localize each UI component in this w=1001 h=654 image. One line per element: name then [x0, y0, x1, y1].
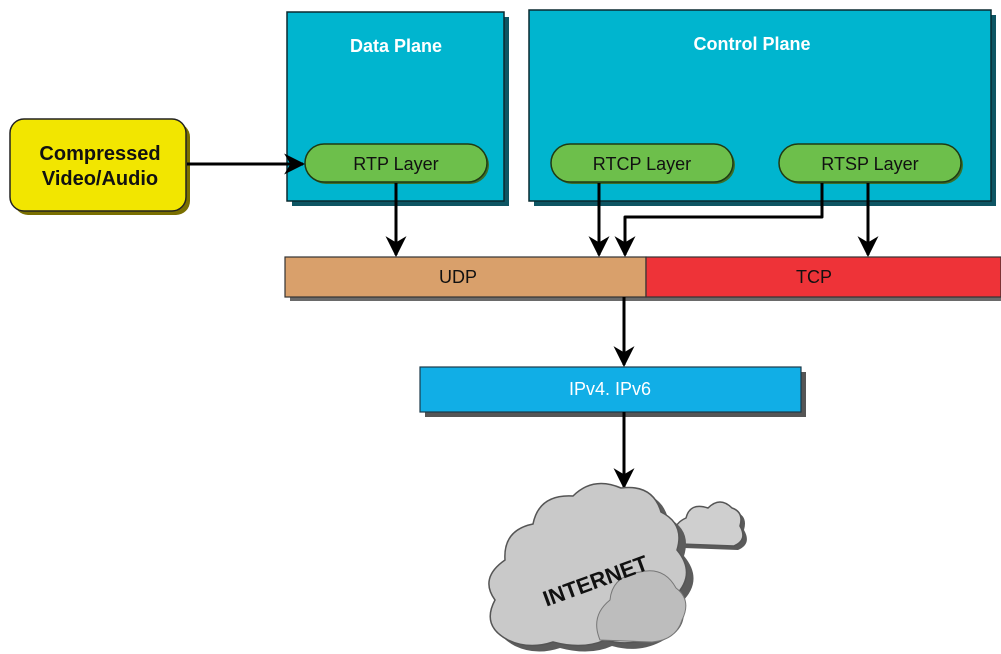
source-label-line2: Video/Audio	[42, 168, 158, 190]
udp-label: UDP	[439, 267, 477, 287]
internet-cloud-icon: INTERNET	[488, 482, 747, 652]
control-plane-title: Control Plane	[693, 34, 810, 54]
source-label-line1: Compressed	[39, 143, 160, 165]
ip-box: IPv4. IPv6	[419, 366, 806, 417]
ip-label: IPv4. IPv6	[569, 379, 651, 399]
udp-segment	[284, 256, 647, 298]
tcp-label: TCP	[796, 267, 832, 287]
rtp-layer-label: RTP Layer	[353, 154, 438, 174]
rtcp-layer-label: RTCP Layer	[593, 154, 691, 174]
transport-bar: UDP TCP	[284, 256, 1001, 301]
rtp-layer-pill: RTP Layer	[304, 143, 489, 184]
tcp-segment	[645, 256, 1001, 298]
compressed-video-audio-box: Compressed Video/Audio	[9, 118, 190, 215]
rtsp-to-udp-arrow	[614, 183, 824, 258]
rtsp-layer-pill: RTSP Layer	[778, 143, 963, 184]
rtcp-layer-pill: RTCP Layer	[550, 143, 735, 184]
rtsp-layer-label: RTSP Layer	[821, 154, 918, 174]
data-plane-title: Data Plane	[350, 36, 442, 56]
small-cloud-icon	[674, 501, 747, 550]
